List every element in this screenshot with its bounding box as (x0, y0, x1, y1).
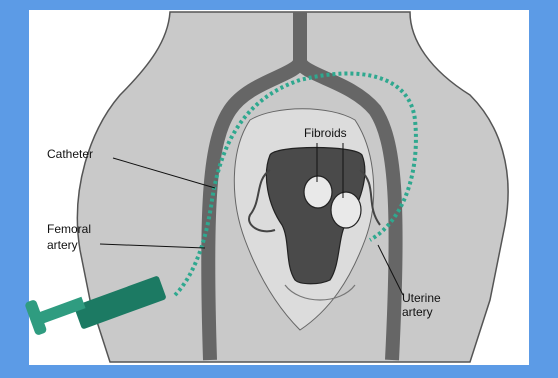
fibroid-left (304, 176, 332, 208)
label-femoral-1: Femoral (47, 222, 91, 236)
label-fibroids: Fibroids (304, 126, 347, 140)
fibroid-right (331, 192, 361, 228)
label-catheter: Catheter (47, 147, 93, 161)
label-femoral-2: artery (47, 238, 78, 252)
label-uterine-2: artery (402, 305, 433, 319)
label-uterine-1: Uterine (402, 291, 441, 305)
